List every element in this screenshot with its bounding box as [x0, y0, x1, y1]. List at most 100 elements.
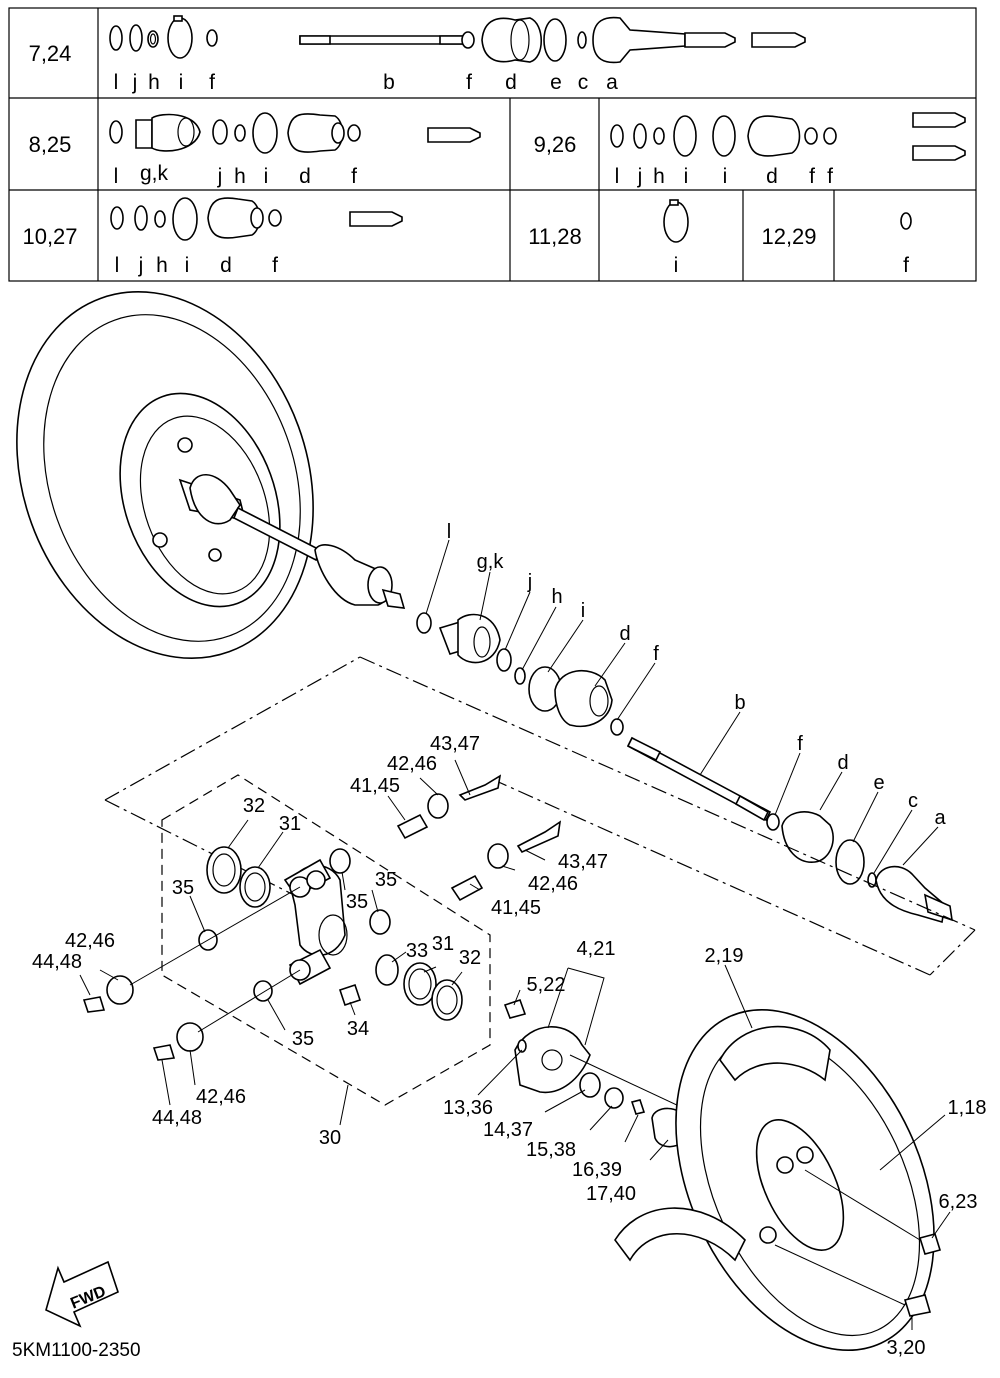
collar-part [396, 813, 429, 840]
kit-letter: h [653, 165, 665, 188]
bushing-part [427, 793, 449, 819]
kit-letter: d [505, 71, 517, 94]
seal-part [375, 954, 399, 986]
kit-letter: i [674, 254, 679, 277]
grease-nipple-part [338, 983, 362, 1007]
callout-43-47: 43,47 [558, 851, 608, 873]
kit-letter: j [637, 165, 643, 188]
kit-letter: f [466, 71, 472, 94]
kit-letter: l [615, 165, 620, 188]
band-clamp-part [663, 201, 689, 243]
kit-letter: b [383, 71, 395, 94]
kit-letter: f [809, 165, 815, 188]
kit-letter: h [156, 254, 168, 277]
kit-row-10-27-parts [110, 197, 403, 241]
rear-wheel-lower [614, 1008, 942, 1352]
kit-letter: d [220, 254, 232, 277]
knuckle-kit-outline [161, 774, 491, 1106]
callout-42-46: 42,46 [387, 753, 437, 775]
kit-letter: d [766, 165, 778, 188]
callout-f-inner: f [653, 643, 659, 665]
callout-gk: g,k [477, 551, 505, 573]
callout-35: 35 [375, 869, 397, 891]
kit-letter: i [684, 165, 689, 188]
callout-d-outer: d [837, 752, 848, 774]
figure-code: 5KM1100-2350 [12, 1340, 141, 1361]
washer-part [579, 1072, 601, 1098]
kit-letter: i [179, 71, 184, 94]
bushing-part [176, 1022, 204, 1052]
kit-letter: h [148, 71, 160, 94]
callout-44-48: 44,48 [32, 951, 82, 973]
nut-part [82, 996, 106, 1013]
kit-letter: i [723, 165, 728, 188]
band-small-part [766, 813, 780, 831]
callout-32: 32 [459, 947, 481, 969]
callout-44-48: 44,48 [152, 1107, 202, 1129]
kit-letter: g,k [140, 162, 169, 185]
valve-part [903, 1294, 932, 1317]
nut-part [152, 1044, 176, 1061]
kit-table: 7,24 8,25 9,26 10,27 11,28 12,29 l [8, 7, 977, 282]
callout-c: c [908, 790, 918, 812]
ring-part [496, 648, 512, 672]
collar-part [450, 874, 484, 902]
kit-ref: 7,24 [29, 41, 72, 66]
bolt-part [516, 820, 562, 854]
kit-letter: f [272, 254, 278, 277]
outer-band-part [835, 839, 865, 885]
bushing-part [487, 843, 509, 869]
callout-32: 32 [243, 795, 265, 817]
callout-35: 35 [172, 877, 194, 899]
kit-ref: 10,27 [22, 224, 77, 249]
fwd-arrow: FWD [45, 1260, 119, 1328]
table-border [8, 7, 977, 282]
bushing-part [329, 848, 351, 874]
oring-part [517, 1039, 527, 1053]
callout-34: 34 [347, 1018, 369, 1040]
callout-33: 33 [406, 940, 428, 962]
rear-wheel-upper [16, 290, 314, 660]
callout-i: i [581, 600, 585, 622]
callout-42-46: 42,46 [528, 873, 578, 895]
leader-lines [79, 539, 951, 1330]
bushing-part [369, 909, 391, 935]
kit-row-7-24-parts [109, 15, 806, 64]
band-small-part [610, 718, 624, 736]
bearing-part [206, 846, 242, 894]
kit-letter: f [827, 165, 833, 188]
kit-letter: h [234, 165, 246, 188]
callout-35: 35 [346, 891, 368, 913]
callout-42-46: 42,46 [65, 930, 115, 952]
kit-ref: 11,28 [528, 224, 581, 249]
callout-13-36: 13,36 [443, 1097, 493, 1119]
callout-14-37: 14,37 [483, 1119, 533, 1141]
kit-letter: f [209, 71, 215, 94]
small-clamp-part [900, 212, 912, 230]
callout-labels: l g,k j h i d f b f d e c a 43,47 42,46 … [32, 521, 987, 1359]
kit-letter: c [578, 71, 589, 94]
outer-boot-part [781, 811, 834, 863]
kit-row-8-25-parts [109, 112, 481, 154]
callout-41-45: 41,45 [350, 775, 400, 797]
bushing-part [106, 975, 134, 1005]
kit-letter: l [115, 254, 120, 277]
kit-letter: f [903, 254, 909, 277]
callout-43-47: 43,47 [430, 733, 480, 755]
cotter-pin-part [630, 1099, 646, 1115]
callout-f-outer: f [797, 733, 803, 755]
boot-part [554, 669, 613, 727]
kit-letter: i [264, 165, 269, 188]
kit-row-9-26-parts [610, 112, 966, 161]
callout-2-19: 2,19 [705, 945, 744, 967]
callout-j: j [527, 571, 532, 593]
callout-31: 31 [279, 813, 301, 835]
circlip-part [416, 612, 432, 634]
bolt-part [458, 774, 502, 801]
axle-assembly [189, 473, 953, 924]
kit-letter: i [185, 254, 190, 277]
callout-h: h [551, 586, 562, 608]
hub-part [514, 1026, 591, 1094]
bushing-part [253, 980, 273, 1002]
